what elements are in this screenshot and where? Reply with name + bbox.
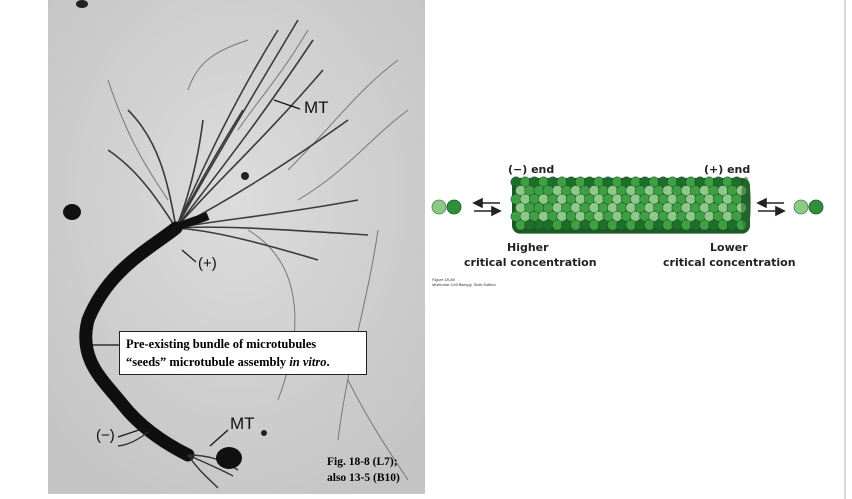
callout-line-2: “seeds” microtubule assembly in vitro. <box>126 353 360 371</box>
higher-label: Higher <box>507 241 549 254</box>
plus-end-cap <box>741 176 751 231</box>
tubulin-subunit <box>717 219 729 231</box>
microtubule-diagram: (−) end (+) end <box>420 150 840 300</box>
tubulin-subunit <box>726 219 738 231</box>
tubulin-subunit <box>689 219 701 231</box>
tubulin-subunit <box>551 219 563 231</box>
free-tubulin-dark <box>446 199 462 215</box>
tubulin-subunit <box>561 219 573 231</box>
tubulin-subunit <box>616 219 628 231</box>
tubulin-subunit <box>680 219 692 231</box>
tubulin-subunit <box>588 219 600 231</box>
tubulin-subunit <box>634 219 646 231</box>
minus-end-label: (−) <box>96 427 115 444</box>
caption-line-2: also 13-5 (B10) <box>327 472 400 484</box>
right-edge-divider <box>844 0 846 499</box>
figure-caption: Fig. 18-8 (L7); also 13-5 (B10) <box>327 454 400 486</box>
lower-label: Lower <box>710 241 748 254</box>
mt-bottom-label: MT <box>230 414 255 433</box>
minus-end-title: (−) end <box>508 163 555 176</box>
tubulin-subunit <box>579 219 591 231</box>
caption-line-1: Fig. 18-8 (L7); <box>327 456 398 468</box>
tubulin-subunit <box>533 219 545 231</box>
tubulin-subunit <box>607 219 619 231</box>
plus-end-label: (+) <box>198 255 217 272</box>
tubulin-subunit <box>625 219 637 231</box>
tubulin-subunit <box>731 176 743 188</box>
callout-text: “seeds” microtubule assembly <box>126 355 290 369</box>
tubulin-subunit <box>597 219 609 231</box>
plus-end-title: (+) end <box>704 163 751 176</box>
figure-credit-line-2: Molecular Cell Biology, Sixth Edition <box>432 282 496 287</box>
seed-callout-box: Pre-existing bundle of microtubules “see… <box>119 331 367 375</box>
tubulin-subunit <box>542 219 554 231</box>
lower-critical-concentration: critical concentration <box>663 256 796 269</box>
callout-period: . <box>326 355 330 369</box>
micrograph-image <box>48 0 425 494</box>
callout-italic-text: in vitro <box>289 355 327 369</box>
free-tubulin-dark-right <box>808 199 824 215</box>
free-tubulin-light <box>431 199 447 215</box>
tubulin-subunit <box>662 219 674 231</box>
mt-top-label: MT <box>304 98 329 117</box>
left-equilibrium-arrows <box>472 197 502 217</box>
tubulin-subunit <box>524 219 536 231</box>
tubulin-subunit <box>671 219 683 231</box>
electron-micrograph: MT (+) (−) MT <box>48 0 425 494</box>
tubulin-subunit <box>699 219 711 231</box>
tubulin-subunit <box>643 219 655 231</box>
right-equilibrium-arrows <box>756 197 786 217</box>
callout-line-1: Pre-existing bundle of microtubules <box>126 337 317 351</box>
figure-credit-line-1: Figure 18-8b <box>432 277 455 282</box>
tubulin-subunit <box>708 219 720 231</box>
higher-critical-concentration: critical concentration <box>464 256 597 269</box>
tubulin-subunit <box>653 219 665 231</box>
tubulin-subunit <box>570 219 582 231</box>
tubulin-subunit <box>515 219 527 231</box>
microtubule-cylinder <box>510 176 751 234</box>
microtubule-schematic <box>431 176 824 234</box>
free-tubulin-light-right <box>793 199 809 215</box>
